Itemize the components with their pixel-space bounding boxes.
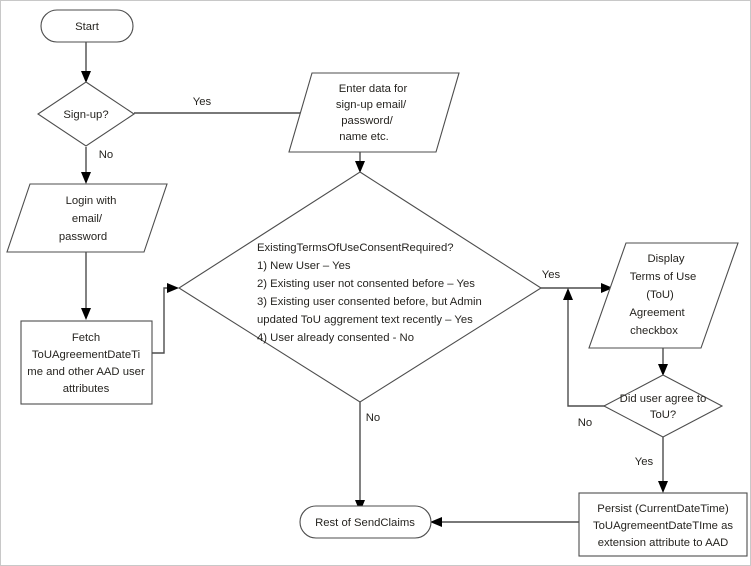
edge-did-agree-yes (658, 437, 668, 493)
edge-did-agree-no (563, 288, 605, 407)
edge-label-did-agree-no: No (578, 417, 592, 429)
edge-persist-to-rest (430, 517, 579, 527)
edge-consent-no (355, 402, 365, 512)
enter-data-line-4: name etc. (339, 131, 389, 143)
signup-decision-shape[interactable] (37, 81, 135, 147)
fetch-line-3: me and other AAD user (27, 366, 145, 378)
node-start[interactable]: Start (40, 9, 134, 43)
enter-data-line-1: Enter data for (339, 83, 408, 95)
edge-signup-no (81, 147, 91, 184)
node-login[interactable]: Login with email/ password (6, 183, 168, 253)
display-tou-shape[interactable] (588, 242, 739, 349)
fetch-shape[interactable] (20, 320, 153, 405)
fetch-line-4: attributes (63, 383, 110, 395)
edge-display-to-did-agree (658, 348, 668, 376)
fetch-line-2: ToUAgreementDateTi (32, 349, 140, 361)
display-tou-line-4: Agreement (629, 307, 685, 319)
rest-of-sendclaims-shape[interactable] (299, 505, 432, 539)
edge-enter-data-to-consent (355, 152, 365, 173)
consent-required-line-1: ExistingTermsOfUseConsentRequired? (257, 242, 454, 254)
persist-line-3: extension attribute to AAD (598, 537, 729, 549)
node-enter-data[interactable]: Enter data for sign-up email/ password/ … (288, 72, 460, 153)
enter-data-line-3: password/ (341, 115, 393, 127)
edge-labels: Yes No Yes No No Yes (99, 96, 654, 468)
enter-data-shape[interactable] (288, 72, 460, 153)
login-line-1: Login with (66, 195, 117, 207)
display-tou-line-2: Terms of Use (630, 271, 697, 283)
did-agree-line-1: Did user agree to (620, 393, 707, 405)
persist-shape[interactable] (578, 492, 748, 557)
login-line-2: email/ (72, 213, 103, 225)
login-line-3: password (59, 231, 107, 243)
edge-consent-yes (541, 283, 613, 293)
consent-required-shape[interactable] (177, 171, 543, 403)
persist-line-2: ToUAgremeentDateTIme as (593, 520, 733, 532)
consent-required-line-5: updated ToU aggrement text recently – Ye… (257, 314, 473, 326)
node-consent-required-decision[interactable]: ExistingTermsOfUseConsentRequired? 1) Ne… (177, 171, 543, 403)
signup-decision-label: Sign-up? (63, 109, 108, 121)
edge-start-to-signup (81, 42, 91, 83)
node-rest-of-sendclaims[interactable]: Rest of SendClaims (299, 505, 432, 539)
node-signup-decision[interactable]: Sign-up? (37, 81, 135, 147)
did-agree-line-2: ToU? (650, 409, 676, 421)
node-display-tou[interactable]: Display Terms of Use (ToU) Agreement che… (588, 242, 739, 349)
start-terminator-shape[interactable] (40, 9, 134, 43)
display-tou-line-5: checkbox (630, 325, 678, 337)
did-agree-shape[interactable] (602, 374, 724, 438)
consent-required-line-4: 3) Existing user consented before, but A… (257, 296, 482, 308)
node-persist[interactable]: Persist (CurrentDateTime) ToUAgremeentDa… (578, 492, 748, 557)
persist-line-1: Persist (CurrentDateTime) (597, 503, 729, 515)
rest-of-sendclaims-label: Rest of SendClaims (315, 517, 415, 529)
edge-label-signup-yes: Yes (193, 96, 212, 108)
connectors: Enter data --> Login --> (81, 42, 668, 527)
start-label: Start (75, 21, 100, 33)
edge-label-signup-no: No (99, 149, 113, 161)
edge-label-did-agree-yes: Yes (635, 456, 654, 468)
consent-required-line-3: 2) Existing user not consented before – … (257, 278, 475, 290)
fetch-line-1: Fetch (72, 332, 100, 344)
node-did-agree-decision[interactable]: Did user agree to ToU? (602, 374, 724, 438)
display-tou-line-3: (ToU) (646, 289, 674, 301)
display-tou-line-1: Display (647, 253, 684, 265)
edge-label-consent-no: No (366, 412, 380, 424)
login-shape[interactable] (6, 183, 168, 253)
consent-required-line-2: 1) New User – Yes (257, 260, 351, 272)
edge-fetch-to-consent (152, 283, 179, 354)
consent-required-line-6: 4) User already consented - No (257, 332, 414, 344)
edge-label-consent-yes: Yes (542, 269, 561, 281)
enter-data-line-2: sign-up email/ (336, 99, 407, 111)
node-fetch[interactable]: Fetch ToUAgreementDateTi me and other AA… (20, 320, 153, 405)
edge-login-to-fetch (81, 252, 91, 320)
